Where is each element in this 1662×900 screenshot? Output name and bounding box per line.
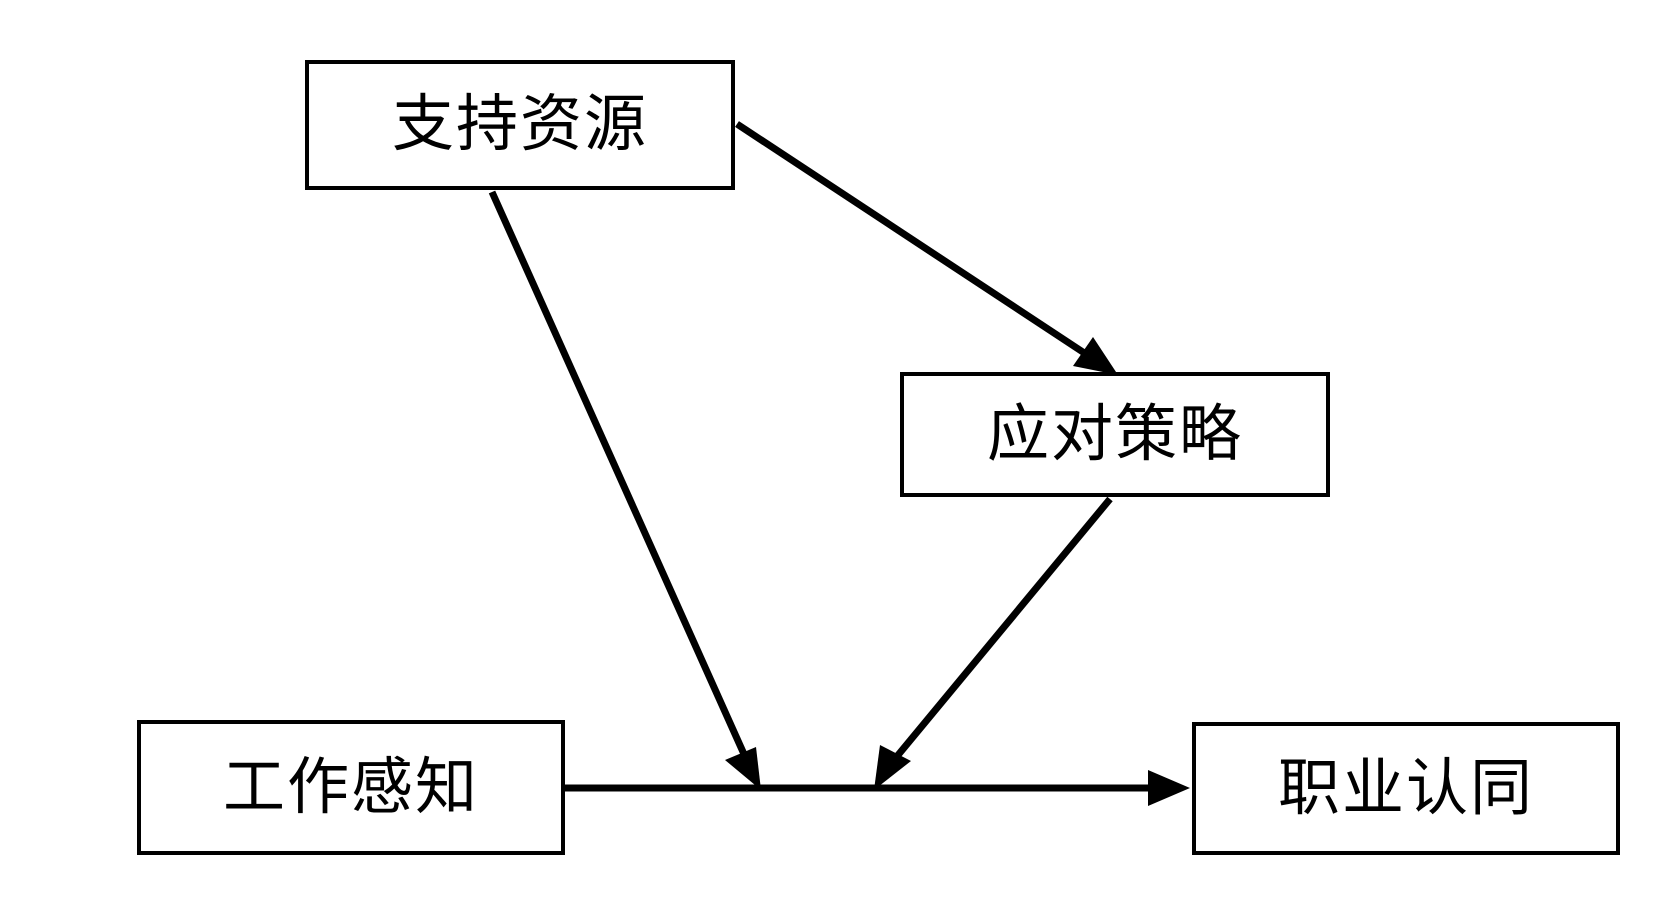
edge-work-to-identity: [565, 770, 1190, 806]
node-support-resources[interactable]: 支持资源: [305, 60, 735, 190]
edge-support-to-coping: [735, 121, 1118, 375]
node-professional-identity-label: 职业认同: [1277, 754, 1534, 823]
node-coping-strategies[interactable]: 应对策略: [900, 372, 1330, 497]
edge-coping-to-path: [874, 496, 1113, 790]
node-work-perception[interactable]: 工作感知: [137, 720, 565, 855]
edge-support-to-path: [488, 190, 761, 790]
node-coping-strategies-label: 应对策略: [986, 400, 1243, 469]
node-professional-identity[interactable]: 职业认同: [1192, 722, 1620, 855]
node-support-resources-label: 支持资源: [391, 91, 648, 159]
node-work-perception-label: 工作感知: [222, 753, 479, 822]
